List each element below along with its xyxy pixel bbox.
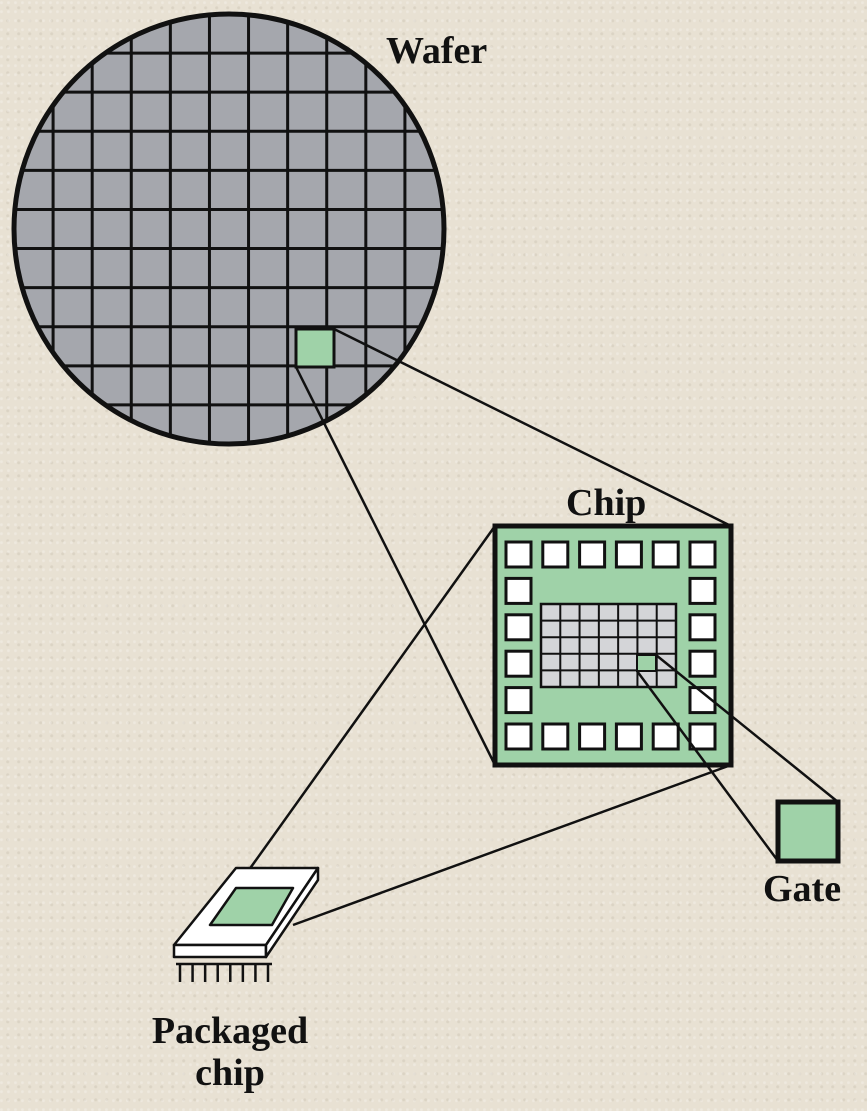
wafer-label: Wafer [386,30,488,72]
bond-pad [504,540,533,569]
zoom-lines-chip-to-package [234,525,732,927]
selected-gate-cell [636,654,657,672]
bond-pad [504,613,533,642]
chip-bond-pads [504,540,717,751]
chip-core-grid [541,604,676,687]
bond-pad [651,540,680,569]
chip-core [539,602,678,689]
bond-pad [614,540,643,569]
bond-pad [688,722,717,751]
bond-pad [541,722,570,751]
wafer-disk [14,14,444,444]
package-side [264,866,320,959]
package-die [208,886,295,927]
package-front [172,943,268,959]
package-pins [176,962,272,982]
bond-pad [578,722,607,751]
bond-pad [504,649,533,678]
bond-pad [614,722,643,751]
zoom-lines-cell-to-gate [635,654,839,862]
bond-pad [688,576,717,605]
bond-pad [688,649,717,678]
bond-pad [541,540,570,569]
wafer [11,11,447,447]
gate [775,799,841,864]
chip-label: Chip [566,482,647,524]
packaged-chip [172,866,320,982]
wafer-edge [11,11,447,447]
bond-pad [688,540,717,569]
bond-pad [688,613,717,642]
chip [492,523,734,768]
packaged-chip-label: Packaged chip [151,1010,309,1094]
bond-pad [504,576,533,605]
bond-pad [578,540,607,569]
bond-pad [651,722,680,751]
gate-label: Gate [763,868,842,910]
zoom-lines-die-to-chip [294,327,732,766]
bond-pad [504,722,533,751]
bond-pad [504,686,533,715]
selected-die [294,327,336,369]
wafer-die-grid [14,14,444,444]
